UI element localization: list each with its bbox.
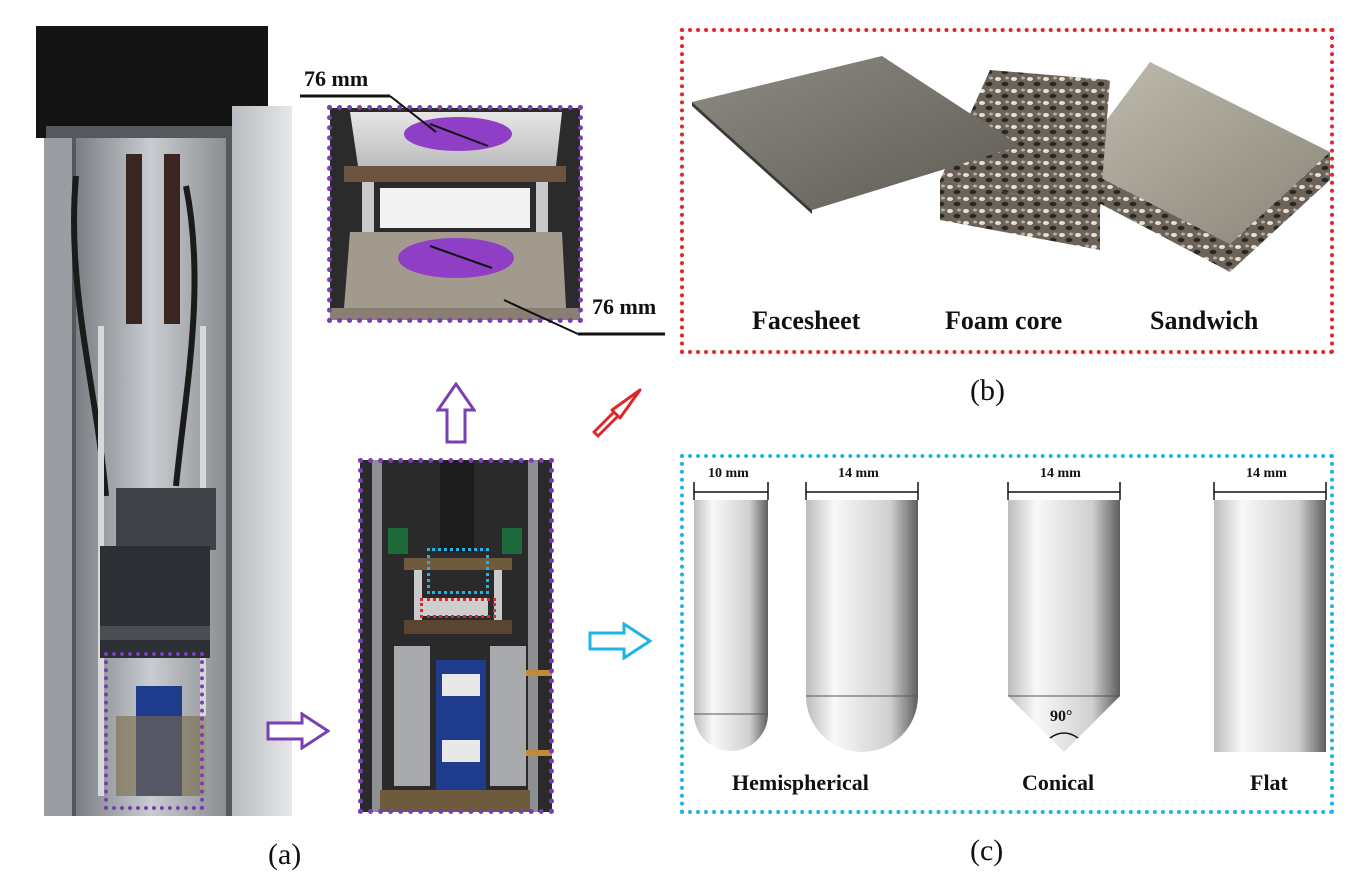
top-dimension-label: 76 mm — [304, 66, 369, 91]
clamp-frame-purple — [327, 105, 583, 323]
bottom-dimension-label: 76 mm — [592, 294, 657, 319]
hemi-large-dimension: 14 mm — [838, 466, 879, 481]
materials-illustration — [690, 40, 1330, 300]
fixture-photo — [360, 460, 552, 812]
flat-dimension: 14 mm — [1246, 466, 1287, 481]
foam-core-label: Foam core — [945, 306, 1063, 335]
flat-label: Flat — [1250, 770, 1288, 795]
hemi-small-dimension: 10 mm — [708, 466, 749, 481]
dimension-leader-lines — [290, 78, 680, 348]
caption-a: (a) — [268, 838, 302, 871]
machine-photo — [36, 26, 300, 816]
conical-label: Conical — [1022, 770, 1095, 795]
materials-frame-red — [680, 28, 1334, 354]
caption-b: (b) — [970, 374, 1005, 407]
conical-dimension: 14 mm — [1040, 466, 1081, 481]
arrow-up-purple — [436, 382, 476, 444]
arrow-right-purple — [266, 712, 330, 750]
arrow-right-cyan — [588, 622, 652, 660]
arrow-diagonal-red — [588, 386, 644, 442]
facesheet-label: Facesheet — [752, 306, 861, 335]
hemispherical-label: Hemispherical — [732, 770, 869, 795]
fixture-highlight-frame-a — [104, 652, 204, 810]
fixture-frame-purple — [358, 458, 554, 814]
impactors-illustration — [682, 456, 1332, 812]
sandwich-label: Sandwich — [1150, 306, 1259, 335]
impactor-highlight-frame — [427, 548, 489, 594]
specimen-highlight-frame — [420, 598, 496, 618]
caption-c: (c) — [970, 834, 1004, 867]
impactors-frame-cyan — [680, 454, 1334, 814]
conical-angle-label: 90° — [1050, 708, 1073, 725]
clamp-photo — [330, 108, 580, 320]
